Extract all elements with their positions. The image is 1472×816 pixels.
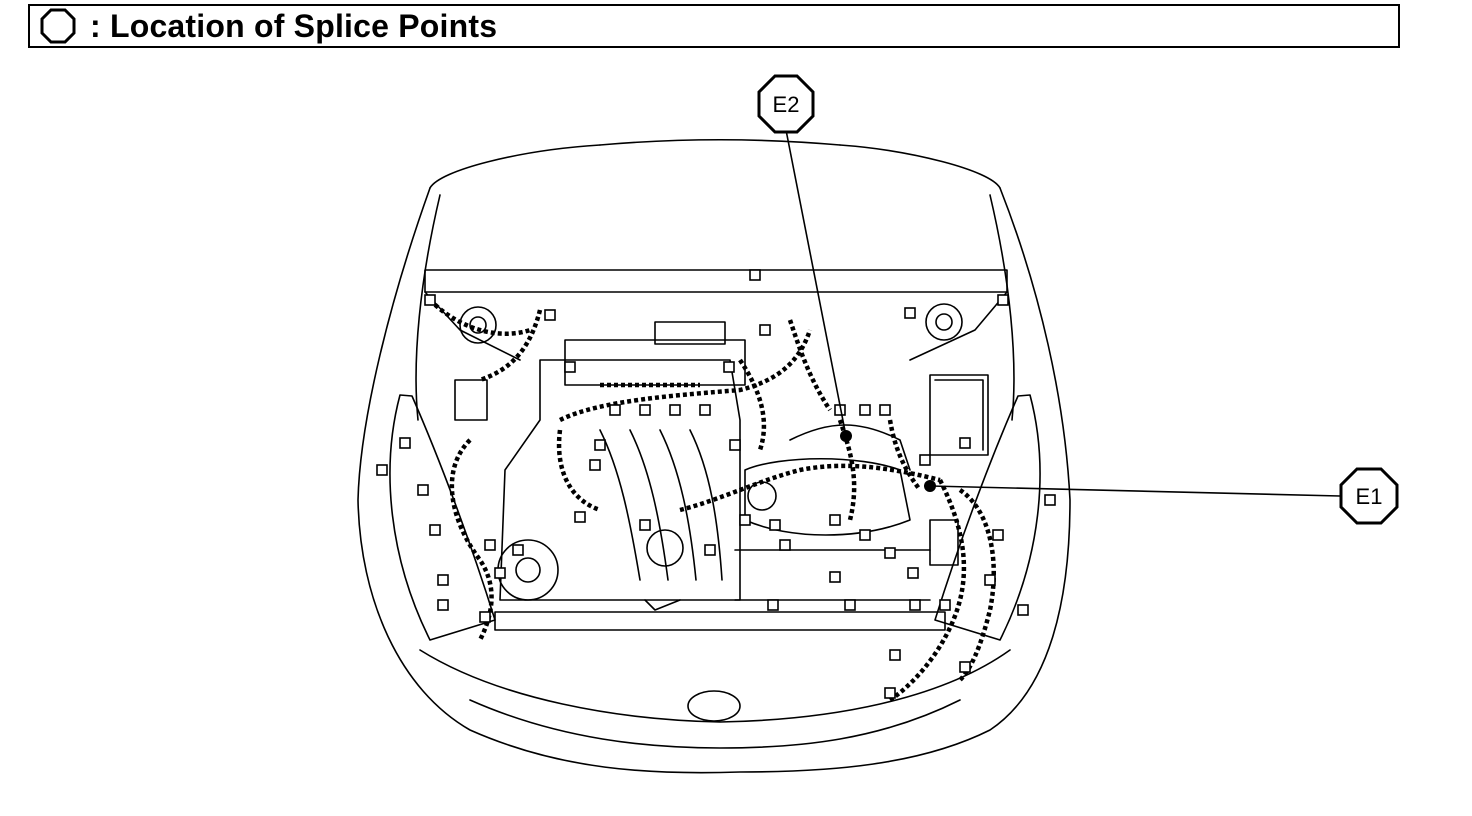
hood-right-edge	[839, 144, 1001, 189]
cowl-panel	[424, 269, 1008, 293]
splice-callout-e1: E1	[924, 467, 1399, 525]
air-intake-duct	[789, 424, 911, 471]
e2-octagon-marker	[757, 74, 815, 134]
engine-block	[499, 359, 741, 601]
radiator-support	[494, 611, 946, 631]
left-strut-tower	[459, 306, 497, 344]
splice-label-e1: E1	[1356, 484, 1383, 509]
alternator	[497, 539, 559, 601]
connectors	[376, 269, 1056, 699]
cylinder-head-cover	[564, 339, 746, 386]
right-strut-tower	[925, 303, 963, 341]
right-headlight	[934, 394, 1041, 641]
left-headlight	[389, 394, 496, 641]
relay-block	[929, 519, 959, 566]
splice-label-e2: E2	[773, 92, 800, 117]
transaxle	[744, 458, 911, 536]
left-fender-inner	[415, 194, 441, 421]
right-fender-inner	[989, 194, 1015, 421]
hood-left-edge	[429, 144, 601, 189]
car-body-outline	[357, 187, 1071, 774]
title-bar: : Location of Splice Points	[28, 4, 1400, 48]
front-bumper	[419, 649, 1011, 723]
page-title: : Location of Splice Points	[90, 7, 498, 44]
throttle-body	[646, 529, 684, 567]
e1-octagon-marker	[1339, 467, 1399, 525]
intake-manifold	[599, 429, 723, 581]
fuse-box	[929, 374, 989, 456]
octagon-legend-icon	[40, 8, 76, 44]
splice-callout-e2: E2	[757, 74, 852, 442]
hood-top	[599, 138, 841, 146]
washer-reservoir	[454, 379, 488, 421]
emblem	[687, 690, 741, 722]
